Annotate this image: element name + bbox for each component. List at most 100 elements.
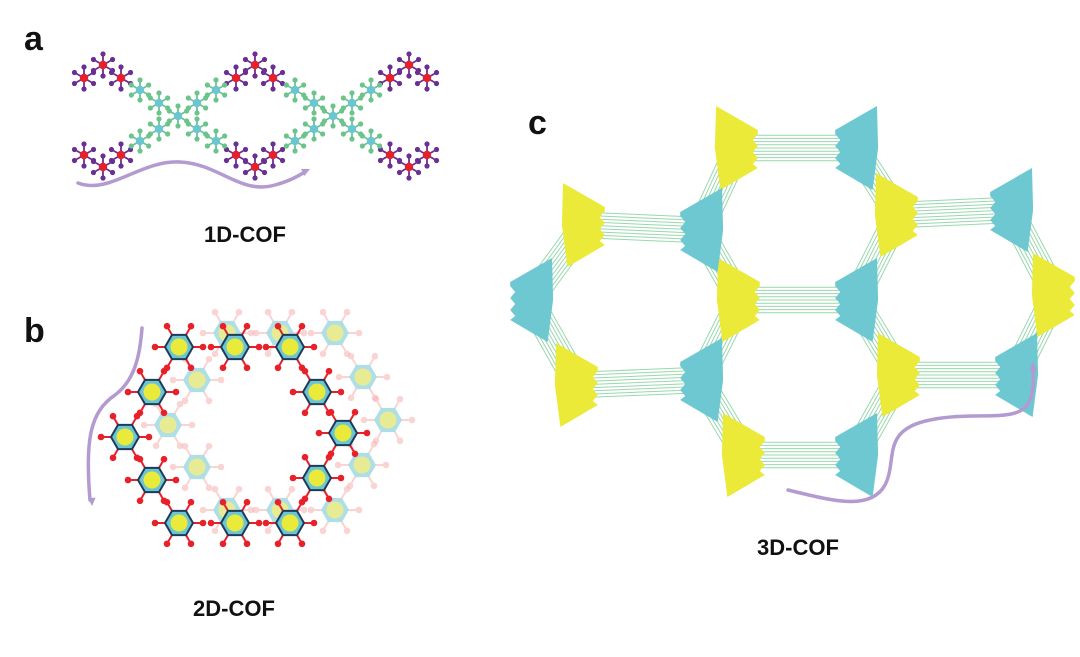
- caption-1d-cof: 1D-COF: [204, 222, 286, 247]
- atom: [264, 308, 272, 316]
- atom: [211, 308, 219, 316]
- linker-bundle: [738, 134, 855, 162]
- linker-strand: [897, 203, 1010, 210]
- atom: [292, 128, 298, 134]
- atom: [90, 56, 97, 63]
- node: [116, 150, 126, 160]
- atom: [433, 80, 440, 87]
- node: [79, 150, 89, 160]
- atom: [396, 158, 403, 165]
- node: [290, 85, 300, 95]
- atom: [151, 343, 159, 351]
- ring-core: [143, 383, 161, 401]
- ring-core: [226, 338, 244, 356]
- atom: [222, 133, 228, 139]
- atom: [302, 95, 308, 101]
- atom: [137, 97, 143, 103]
- cyan-node-fan: [510, 258, 554, 342]
- linker-strand: [584, 227, 700, 234]
- atom: [343, 527, 351, 535]
- green-linker: [283, 128, 307, 154]
- atom: [175, 123, 181, 129]
- ring-core: [188, 371, 206, 389]
- atom: [433, 157, 440, 164]
- atom: [133, 412, 141, 420]
- atom: [81, 86, 87, 92]
- atom: [335, 373, 343, 381]
- atom: [233, 86, 239, 92]
- atom: [301, 82, 307, 88]
- ring-core: [188, 458, 206, 476]
- back-layer-hexagon: [169, 355, 225, 405]
- atom: [320, 121, 326, 127]
- atom: [207, 343, 215, 351]
- node: [154, 98, 164, 108]
- atom: [264, 485, 272, 493]
- atom: [359, 143, 365, 149]
- atom: [147, 105, 153, 111]
- atom: [205, 397, 213, 405]
- atom: [321, 108, 327, 114]
- atom: [330, 103, 336, 109]
- atom: [118, 163, 124, 169]
- panel-label-b: b: [24, 312, 45, 350]
- atom: [163, 498, 171, 506]
- atom: [387, 86, 393, 92]
- atom: [424, 163, 430, 169]
- atom: [298, 322, 306, 330]
- atom: [118, 86, 124, 92]
- atom: [247, 329, 255, 337]
- atom: [377, 92, 383, 98]
- ring-core: [353, 456, 371, 474]
- atom: [118, 64, 124, 70]
- atom: [298, 498, 306, 506]
- atom: [222, 143, 228, 149]
- atom: [349, 136, 355, 142]
- atom: [288, 485, 296, 493]
- atom: [205, 442, 213, 450]
- back-layer-hexagon: [334, 440, 390, 490]
- atom: [340, 121, 346, 127]
- direction-arrow: [76, 160, 307, 189]
- linker-strand: [585, 214, 701, 221]
- linker-strand: [897, 199, 1010, 206]
- atom: [396, 395, 404, 403]
- atom: [71, 80, 78, 87]
- atom: [368, 148, 374, 154]
- atom: [252, 73, 258, 79]
- linker-strand: [577, 366, 700, 373]
- atom: [274, 322, 282, 330]
- cyan-node-fan: [990, 168, 1034, 252]
- atom: [433, 69, 440, 76]
- atom: [406, 153, 412, 159]
- atom: [415, 169, 422, 176]
- atom: [213, 128, 219, 134]
- atom: [194, 116, 200, 122]
- atom: [127, 157, 134, 164]
- atom: [383, 373, 391, 381]
- panel-b-2d-cof-structure: [86, 308, 416, 548]
- green-linker: [147, 116, 171, 142]
- atom: [166, 108, 172, 114]
- node: [250, 162, 260, 172]
- ring-core: [308, 469, 326, 487]
- atom: [274, 364, 282, 372]
- atom: [368, 77, 374, 83]
- cyan-node-fan: [680, 338, 724, 422]
- atom: [185, 131, 191, 137]
- atom: [252, 329, 260, 337]
- back-layer-hexagon: [335, 352, 391, 402]
- atom: [340, 131, 346, 137]
- atom: [255, 519, 263, 527]
- atom: [283, 82, 289, 88]
- atom: [355, 329, 363, 337]
- node: [422, 150, 432, 160]
- node: [268, 73, 278, 83]
- atom: [349, 116, 355, 122]
- atom: [292, 77, 298, 83]
- panel-c-3d-cof-structure: [510, 106, 1075, 504]
- atom: [152, 442, 160, 450]
- atom: [260, 69, 267, 76]
- atom: [252, 175, 258, 181]
- purple-linker-bottom: [396, 153, 422, 181]
